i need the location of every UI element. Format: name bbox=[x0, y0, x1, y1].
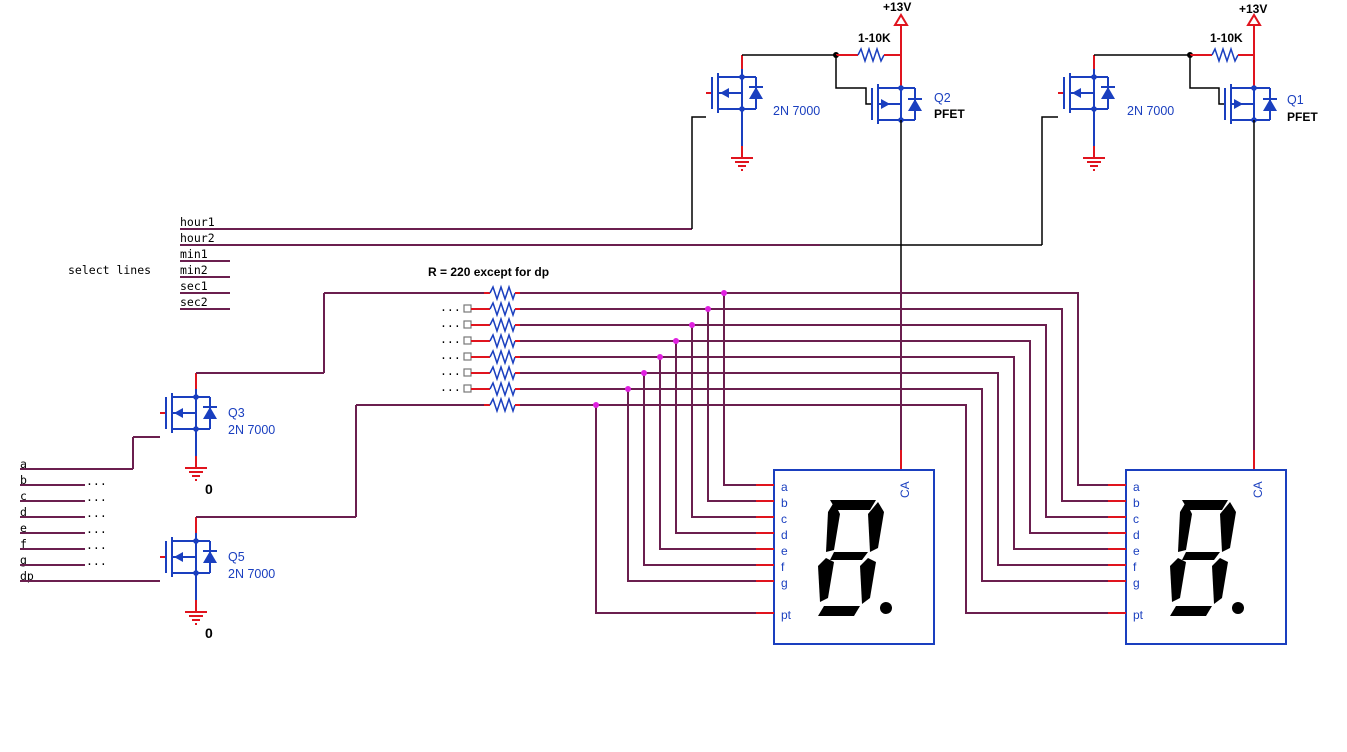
input-ellipsis: ... bbox=[86, 474, 107, 488]
open-ellipsis: ... bbox=[440, 380, 461, 394]
segment-inputs-group: a b ... c ... d ... e ... f ... g ... dp bbox=[20, 457, 150, 583]
display-pin-f: f bbox=[1133, 560, 1137, 574]
display-pin-pt: pt bbox=[781, 608, 792, 622]
left-pullup-value: 1-10K bbox=[858, 31, 891, 45]
display-pin-c: c bbox=[781, 512, 787, 526]
junction-dot bbox=[593, 402, 599, 408]
input-label-d: d bbox=[20, 505, 27, 519]
left-high-side-switch: 2N 7000 1-10K +13V Q2 PFET bbox=[180, 0, 965, 470]
junction-dot bbox=[689, 322, 695, 328]
resistor-note: R = 220 except for dp bbox=[428, 265, 549, 279]
q3-ground-value: 0 bbox=[205, 481, 213, 497]
junction-dot bbox=[625, 386, 631, 392]
open-ellipsis: ... bbox=[440, 316, 461, 330]
input-label-c: c bbox=[20, 489, 27, 503]
open-terminal: ... bbox=[440, 348, 521, 364]
open-ellipsis: ... bbox=[440, 300, 461, 314]
select-line-label: min1 bbox=[180, 247, 208, 261]
display-common-anode: CA bbox=[1251, 481, 1265, 498]
q2-name: Q2 bbox=[934, 91, 951, 105]
display-pin-b: b bbox=[781, 496, 788, 510]
select-line-label: sec1 bbox=[180, 279, 208, 293]
left-driver-part: 2N 7000 bbox=[773, 104, 820, 118]
display-pin-pt: pt bbox=[1133, 608, 1144, 622]
open-ellipsis: ... bbox=[440, 332, 461, 346]
q5-ground-value: 0 bbox=[205, 625, 213, 641]
junction-dot bbox=[721, 290, 727, 296]
open-terminal: ... bbox=[440, 364, 521, 380]
display-pin-d: d bbox=[781, 528, 788, 542]
open-terminal: ... bbox=[440, 332, 521, 348]
right-supply: +13V bbox=[1239, 2, 1267, 16]
segment-bus bbox=[520, 290, 1126, 614]
input-label-g: g bbox=[20, 553, 27, 567]
junction-dot bbox=[673, 338, 679, 344]
transistor-q3: Q3 2N 7000 0 bbox=[132, 293, 325, 497]
q3-part: 2N 7000 bbox=[228, 423, 275, 437]
select-line-sec1: sec1 bbox=[180, 279, 230, 294]
display-pin-a: a bbox=[781, 480, 788, 494]
input-label-f: f bbox=[20, 537, 27, 551]
q3-name: Q3 bbox=[228, 406, 245, 420]
seven-segment-display-left: a b c d e f g pt CA bbox=[756, 469, 935, 645]
junction-dot bbox=[657, 354, 663, 360]
input-ellipsis: ... bbox=[86, 522, 107, 536]
right-pullup-value: 1-10K bbox=[1210, 31, 1243, 45]
open-terminal: ... bbox=[440, 380, 521, 396]
input-label-dp: dp bbox=[20, 569, 34, 583]
input-ellipsis: ... bbox=[86, 506, 107, 520]
select-lines-title: select lines bbox=[68, 263, 151, 277]
left-supply: +13V bbox=[883, 0, 911, 14]
select-line-label: hour2 bbox=[180, 231, 215, 245]
select-line-label: sec2 bbox=[180, 295, 208, 309]
display-pin-g: g bbox=[781, 576, 788, 590]
display-pin-e: e bbox=[1133, 544, 1140, 558]
select-line-label: min2 bbox=[180, 263, 208, 277]
select-line-min2: min2 bbox=[180, 263, 230, 278]
select-line-hour1: hour1 bbox=[180, 215, 692, 230]
display-pin-c: c bbox=[1133, 512, 1139, 526]
input-ellipsis: ... bbox=[86, 538, 107, 552]
display-pin-f: f bbox=[781, 560, 785, 574]
q1-part: PFET bbox=[1287, 110, 1318, 124]
input-label-a: a bbox=[20, 457, 27, 471]
open-ellipsis: ... bbox=[440, 364, 461, 378]
q5-name: Q5 bbox=[228, 550, 245, 564]
open-terminal: ... bbox=[440, 316, 521, 332]
select-line-hour2: hour2 bbox=[180, 231, 1042, 246]
resistor-bank: R = 220 except for dp ... ... ... ... bbox=[324, 265, 549, 412]
open-ellipsis: ... bbox=[440, 348, 461, 362]
q2-part: PFET bbox=[934, 107, 965, 121]
select-line-label: hour1 bbox=[180, 215, 215, 229]
display-pin-g: g bbox=[1133, 576, 1140, 590]
right-high-side-switch: 2N 7000 1-10K +13V Q1 PFET bbox=[1041, 2, 1318, 470]
display-common-anode: CA bbox=[898, 481, 912, 498]
input-label-b: b bbox=[20, 473, 27, 487]
display-pin-d: d bbox=[1133, 528, 1140, 542]
input-label-e: e bbox=[20, 521, 27, 535]
display-pin-a: a bbox=[1133, 480, 1140, 494]
q5-part: 2N 7000 bbox=[228, 567, 275, 581]
select-lines-group: select lines hour1 hour2 min1 min2 sec1 … bbox=[68, 215, 1042, 310]
display-pin-e: e bbox=[781, 544, 788, 558]
junction-dot bbox=[641, 370, 647, 376]
junction-dot bbox=[705, 306, 711, 312]
q1-name: Q1 bbox=[1287, 93, 1304, 107]
transistor-q5: Q5 2N 7000 0 bbox=[150, 405, 357, 641]
right-driver-part: 2N 7000 bbox=[1127, 104, 1174, 118]
seven-segment-display-right: a b c d e f g pt CA bbox=[1108, 469, 1287, 645]
select-line-sec2: sec2 bbox=[180, 295, 230, 310]
display-pin-b: b bbox=[1133, 496, 1140, 510]
select-line-min1: min1 bbox=[180, 247, 230, 262]
open-terminal: ... bbox=[440, 300, 521, 316]
input-ellipsis: ... bbox=[86, 554, 107, 568]
input-ellipsis: ... bbox=[86, 490, 107, 504]
